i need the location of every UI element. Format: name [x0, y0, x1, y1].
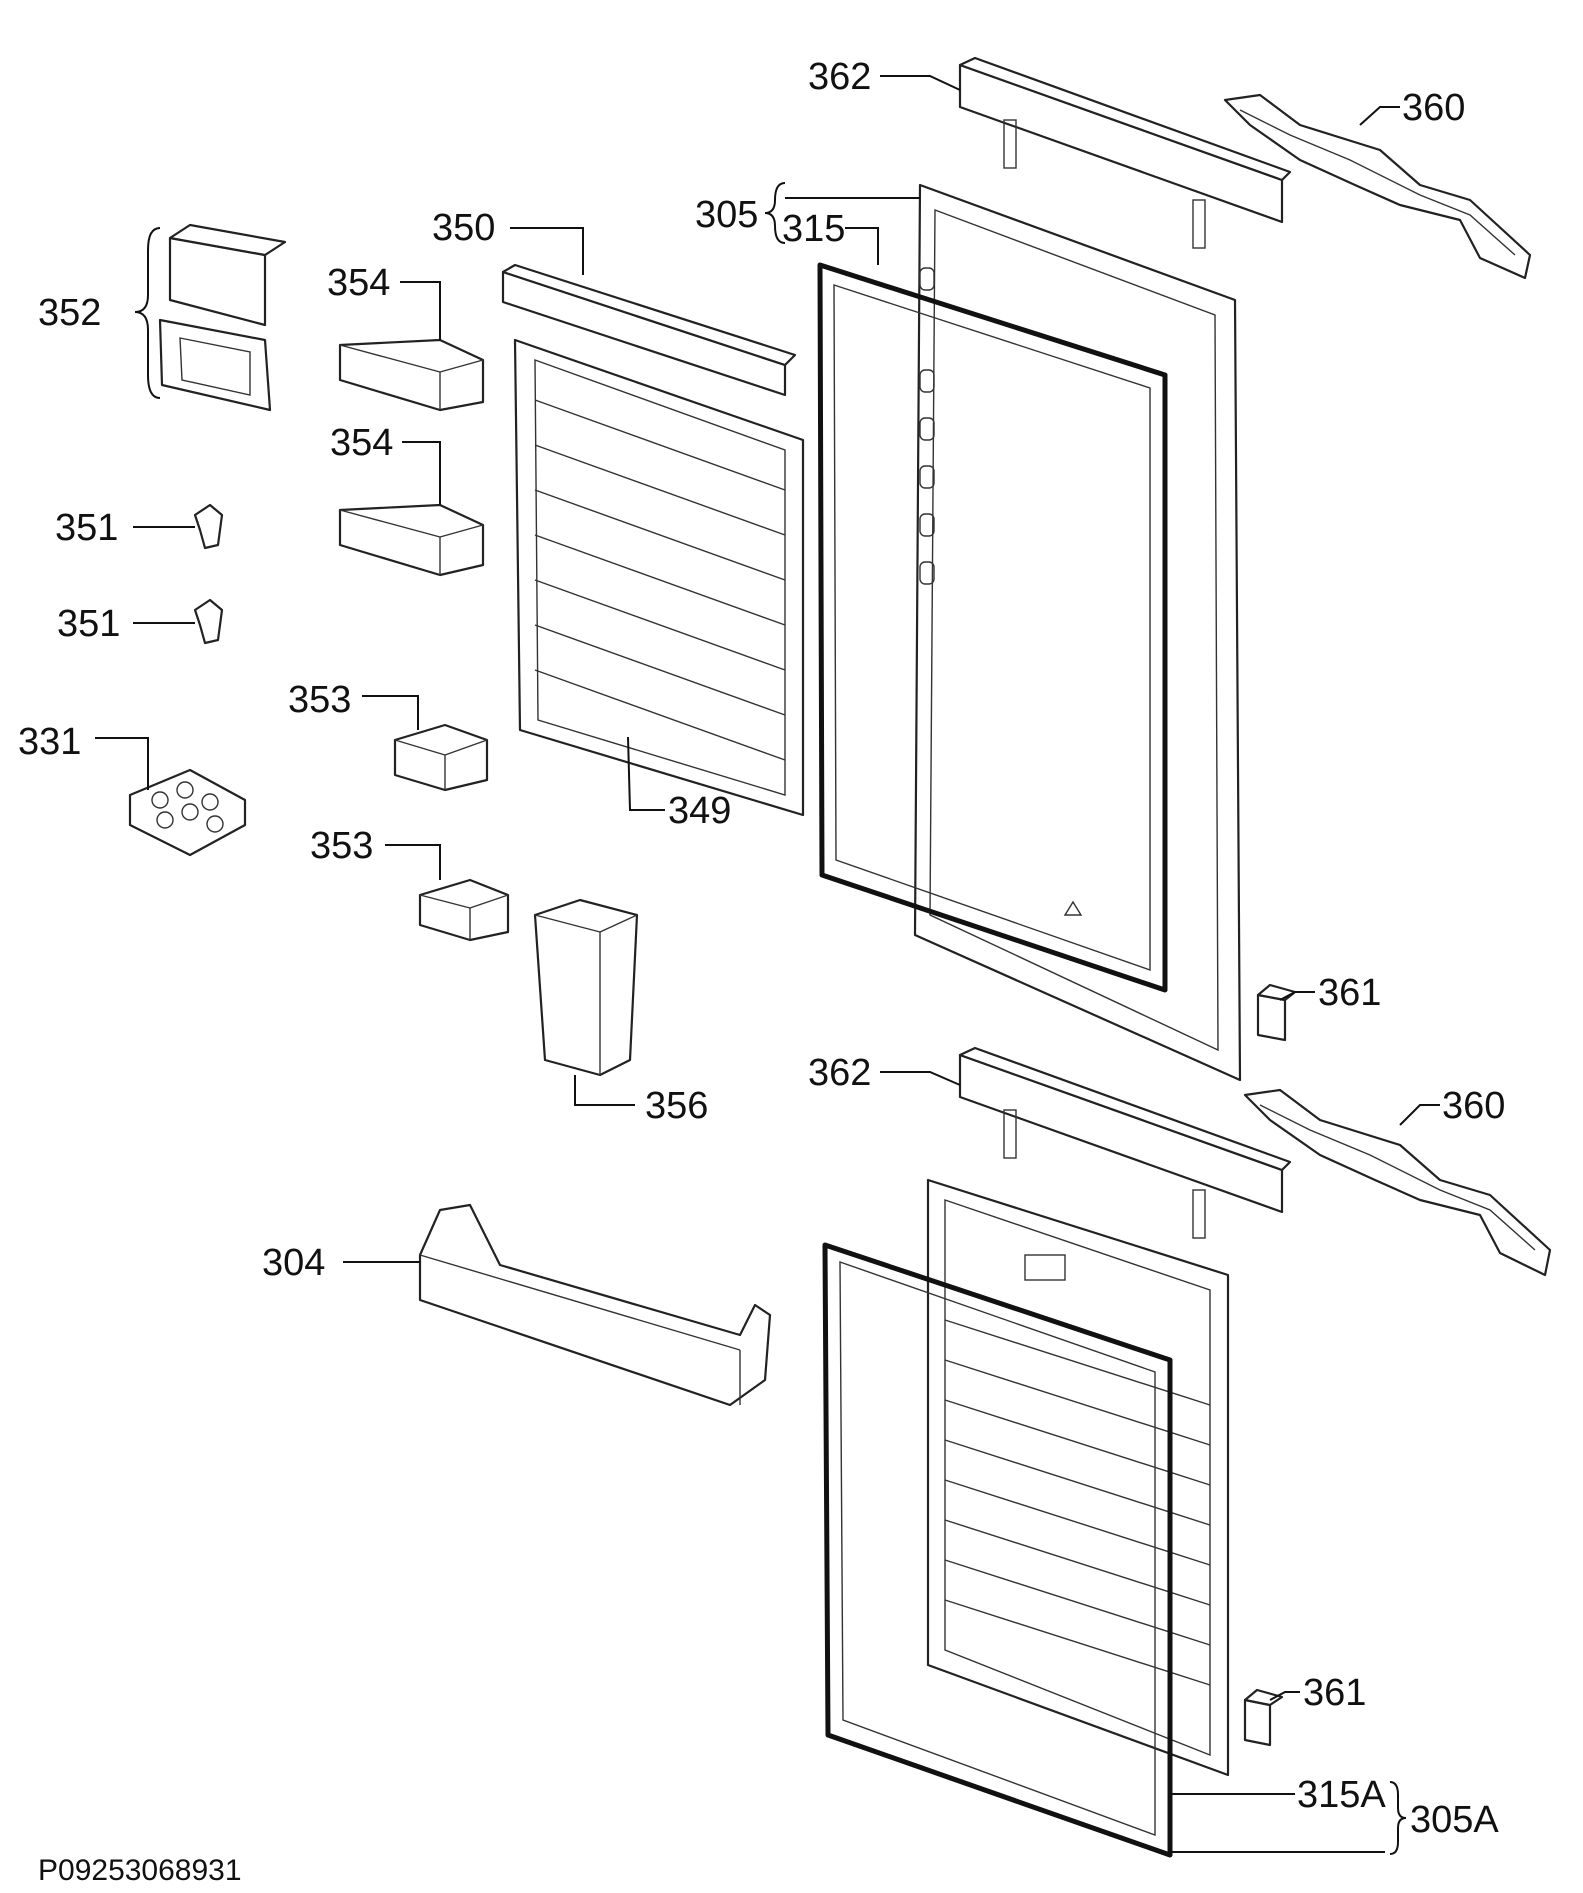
callout-351-b: 351 — [57, 603, 120, 645]
small-box-353-b — [418, 878, 510, 942]
fridge-door-gasket-315 — [817, 262, 1168, 993]
bottle-holder-356 — [533, 898, 639, 1077]
callout-354-a: 354 — [327, 262, 390, 304]
callout-350: 350 — [432, 207, 495, 249]
hinge-cover-362-bottom — [958, 1046, 1292, 1239]
drawing-code: P09253068931 — [38, 1854, 242, 1887]
callout-356: 356 — [645, 1085, 708, 1127]
callout-331: 331 — [18, 721, 81, 763]
callout-352: 352 — [38, 292, 101, 334]
callout-349: 349 — [668, 790, 731, 832]
callout-362-top: 362 — [808, 56, 871, 98]
hinge-bracket-360-bottom — [1243, 1088, 1552, 1277]
freezer-door-gasket-315A — [822, 1242, 1173, 1858]
freezer-door-305A — [926, 1178, 1230, 1777]
small-box-353-a — [393, 723, 489, 792]
clip-351-b — [193, 598, 224, 645]
shelf-box-354-a — [338, 338, 485, 412]
door-shelf-frame-349 — [513, 338, 805, 817]
callout-315A: 315A — [1297, 1774, 1386, 1816]
butter-compartment-352 — [158, 223, 287, 412]
door-rail-350 — [501, 263, 797, 397]
callout-353-b: 353 — [310, 825, 373, 867]
callout-361-bottom: 361 — [1303, 1672, 1366, 1714]
hinge-cover-362-top — [958, 56, 1292, 249]
callout-304: 304 — [262, 1242, 325, 1284]
callout-351-a: 351 — [55, 507, 118, 549]
callout-305A: 305A — [1410, 1799, 1499, 1841]
door-bin-304 — [418, 1203, 772, 1407]
callout-353-a: 353 — [288, 679, 351, 721]
callout-315: 315 — [782, 208, 845, 250]
callout-360-top: 360 — [1402, 87, 1465, 129]
fridge-door-305 — [913, 183, 1242, 1082]
clip-351-a — [193, 503, 224, 550]
callout-361-top: 361 — [1318, 972, 1381, 1014]
hinge-bracket-360-top — [1223, 93, 1532, 280]
shelf-box-354-b — [338, 503, 485, 577]
spacer-361-top — [1256, 983, 1297, 1042]
spacer-361-bottom — [1243, 1688, 1284, 1747]
callout-354-b: 354 — [330, 422, 393, 464]
callout-360-bottom: 360 — [1442, 1085, 1505, 1127]
callout-labels: 362 360 305 315 350 352 354 354 351 351 … — [18, 56, 1505, 1887]
callout-305: 305 — [695, 194, 758, 236]
leader-lines — [95, 75, 1440, 1855]
egg-tray-331 — [128, 768, 247, 857]
callout-362-bottom: 362 — [808, 1052, 871, 1094]
